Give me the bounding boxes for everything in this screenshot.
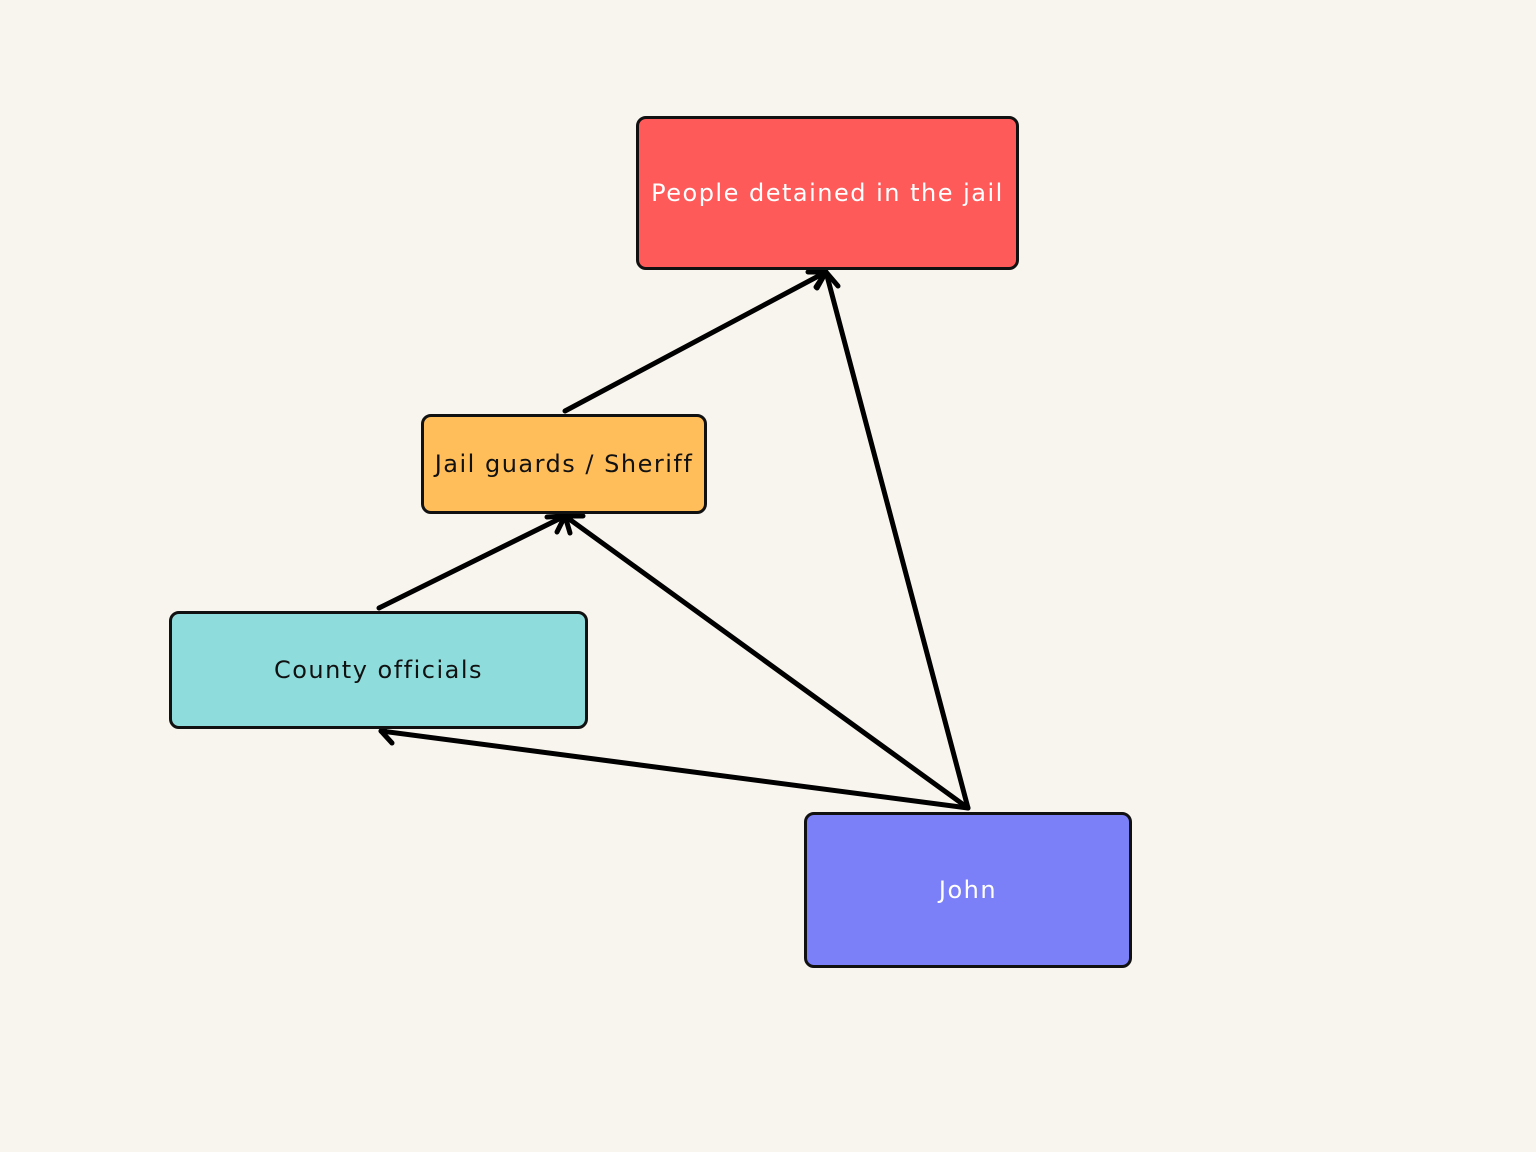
node-label: People detained in the jail <box>651 179 1004 207</box>
node-jail-guards-sheriff[interactable]: Jail guards / Sheriff <box>421 414 707 514</box>
node-john[interactable]: John <box>804 812 1132 968</box>
edge-john-to-county <box>378 717 971 811</box>
node-label: Jail guards / Sheriff <box>434 450 694 478</box>
node-label: County officials <box>273 656 484 684</box>
edge-john-to-guards <box>562 513 971 811</box>
node-county-officials[interactable]: County officials <box>169 611 588 729</box>
edge-guards-to-people <box>562 269 829 414</box>
node-label: John <box>938 876 998 904</box>
edge-county-to-guards <box>376 513 568 611</box>
edge-john-to-people <box>813 269 971 811</box>
node-people-detained[interactable]: People detained in the jail <box>636 116 1019 270</box>
